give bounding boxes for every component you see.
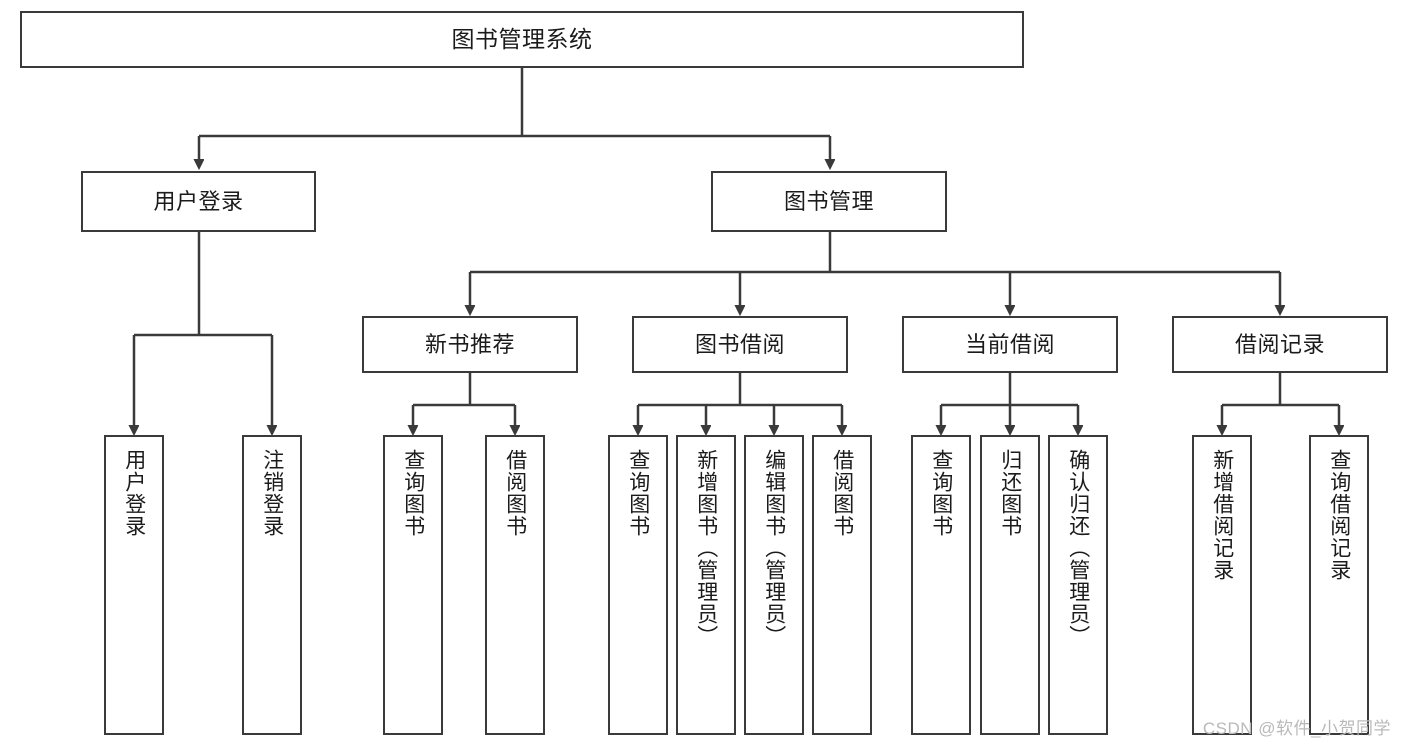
- node-book-borrow[interactable]: 图书借阅: [632, 316, 848, 373]
- node-root-book-management-system[interactable]: 图书管理系统: [20, 11, 1024, 68]
- node-new-book-recommend[interactable]: 新书推荐: [362, 316, 578, 373]
- leaf-label: 借阅图书: [503, 449, 527, 537]
- node-user-login-label: 用户登录: [153, 188, 244, 214]
- leaf-borrowrecord-query-record[interactable]: 查询借阅记录: [1309, 435, 1369, 735]
- leaf-label: 注销登录: [260, 449, 284, 537]
- leaf-bookborrow-query-book[interactable]: 查询图书: [608, 435, 668, 735]
- leaf-label: 查询图书: [401, 449, 425, 537]
- connector-currentborrow-to-leaves: [941, 373, 1078, 426]
- connector-newbook-to-leaves: [413, 373, 515, 426]
- leaf-label: 编辑图书（管理员）: [762, 449, 786, 647]
- leaf-newbook-query-book[interactable]: 查询图书: [383, 435, 443, 735]
- leaf-bookborrow-add-book-admin[interactable]: 新增图书（管理员）: [676, 435, 736, 735]
- connector-bookmgmt-to-level3: [470, 232, 1280, 306]
- leaf-user-login-logout[interactable]: 注销登录: [242, 435, 302, 735]
- leaf-label: 用户登录: [122, 449, 146, 537]
- leaf-newbook-borrow-book[interactable]: 借阅图书: [485, 435, 545, 735]
- leaf-bookborrow-borrow-book[interactable]: 借阅图书: [812, 435, 872, 735]
- leaf-label: 借阅图书: [830, 449, 854, 537]
- connector-borrowrecord-to-leaves: [1222, 373, 1339, 426]
- leaf-currentborrow-query-book[interactable]: 查询图书: [911, 435, 971, 735]
- leaf-user-login-login[interactable]: 用户登录: [104, 435, 164, 735]
- node-current-borrow[interactable]: 当前借阅: [902, 316, 1118, 373]
- node-book-borrow-label: 图书借阅: [694, 331, 785, 357]
- watermark-csdn: CSDN @软件_小贺同学: [1202, 719, 1391, 738]
- node-borrow-record-label: 借阅记录: [1234, 331, 1325, 357]
- leaf-label: 新增借阅记录: [1210, 449, 1234, 581]
- connector-root-to-level2: [199, 68, 830, 160]
- leaf-label: 查询借阅记录: [1327, 449, 1351, 581]
- leaf-currentborrow-confirm-return-admin[interactable]: 确认归还（管理员）: [1048, 435, 1108, 735]
- node-borrow-record[interactable]: 借阅记录: [1172, 316, 1388, 373]
- leaf-label: 查询图书: [929, 449, 953, 537]
- leaf-label: 新增图书（管理员）: [694, 449, 718, 647]
- leaf-bookborrow-edit-book-admin[interactable]: 编辑图书（管理员）: [744, 435, 804, 735]
- leaf-label: 归还图书: [998, 449, 1022, 537]
- leaf-label: 确认归还（管理员）: [1066, 449, 1090, 647]
- node-root-label: 图书管理系统: [451, 25, 593, 52]
- leaf-borrowrecord-add-record[interactable]: 新增借阅记录: [1192, 435, 1252, 735]
- node-book-management[interactable]: 图书管理: [711, 171, 947, 232]
- connector-bookborrow-to-leaves: [638, 373, 842, 426]
- leaf-currentborrow-return-book[interactable]: 归还图书: [980, 435, 1040, 735]
- leaf-label: 查询图书: [626, 449, 650, 537]
- connector-userlogin-to-leaves: [134, 232, 272, 426]
- node-user-login[interactable]: 用户登录: [81, 171, 316, 232]
- node-new-book-recommend-label: 新书推荐: [424, 331, 515, 357]
- node-book-management-label: 图书管理: [783, 188, 874, 214]
- node-current-borrow-label: 当前借阅: [964, 331, 1055, 357]
